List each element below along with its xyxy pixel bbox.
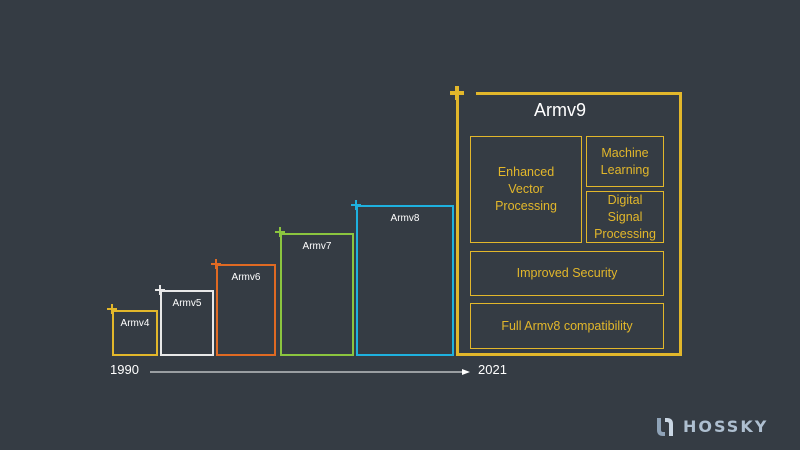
- feature-digital-signal-processing: Digital Signal Processing: [586, 191, 664, 243]
- armv6-label: Armv6: [231, 272, 261, 283]
- feature-ml-label: Machine Learning: [600, 145, 650, 177]
- timeline-end-year: 2021: [478, 362, 507, 377]
- hossky-logo-text: HOSSKY: [683, 417, 769, 436]
- armv9-box: [456, 92, 682, 356]
- armv9-top-border: [476, 92, 682, 95]
- feature-full-armv8-compatibility: Full Armv8 compatibility: [470, 303, 664, 349]
- armv4-box: Armv4: [112, 310, 158, 356]
- armv7-plus-icon: [275, 227, 285, 237]
- feature-improved-security: Improved Security: [470, 251, 664, 296]
- feature-dsp-label: Digital Signal Processing: [594, 192, 656, 241]
- feature-vector-label: Enhanced Vector Processing: [495, 165, 557, 213]
- armv5-plus-icon: [155, 285, 165, 295]
- armv6-box: Armv6: [216, 264, 276, 356]
- timeline-start-year: 1990: [110, 362, 139, 377]
- armv8-box: Armv8: [356, 205, 454, 356]
- feature-compat-label: Full Armv8 compatibility: [501, 318, 633, 333]
- armv5-box: Armv5: [160, 290, 214, 356]
- armv9-plus-icon: [450, 86, 464, 100]
- feature-enhanced-vector-processing: Enhanced Vector Processing: [470, 136, 582, 243]
- armv6-plus-icon: [211, 259, 221, 269]
- armv8-label: Armv8: [390, 213, 420, 224]
- armv8-plus-icon: [351, 200, 361, 210]
- armv4-plus-icon: [107, 304, 117, 314]
- hossky-logo-icon: [657, 418, 673, 436]
- armv4-label: Armv4: [120, 318, 150, 329]
- armv7-box: Armv7: [280, 233, 354, 356]
- armv9-title: Armv9: [534, 100, 587, 120]
- armv7-label: Armv7: [302, 241, 332, 252]
- feature-security-label: Improved Security: [516, 266, 618, 280]
- armv5-label: Armv5: [172, 298, 202, 309]
- feature-machine-learning: Machine Learning: [586, 136, 664, 187]
- timeline-arrow-icon: [150, 369, 470, 375]
